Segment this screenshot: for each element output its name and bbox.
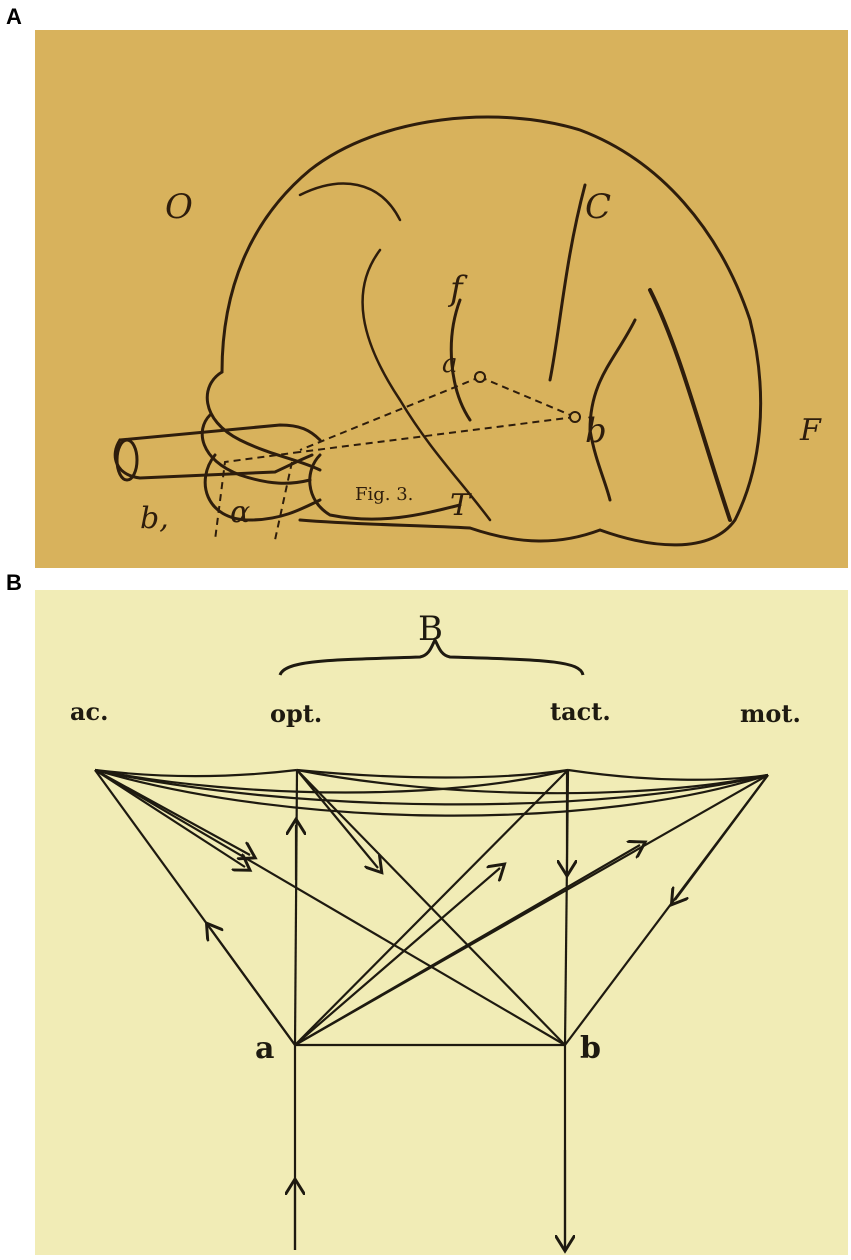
label-opt: opt. [270,699,322,728]
label-c: C [585,187,611,227]
label-ac: ac. [70,697,109,726]
panel-b-schema-diagram: B ac. opt. tact. mot. a b [35,590,848,1255]
dashed-pathways [214,376,576,541]
panel-b-background [35,590,848,1255]
label-a: a [255,1031,274,1066]
node-a [474,371,486,383]
panel-label-b: B [6,570,22,595]
label-b-comma: b, [140,501,169,536]
label-a: a [442,349,458,379]
figure-caption: Fig. 3. [355,484,413,505]
label-tact: tact. [550,697,611,726]
brain-outline [113,115,763,547]
label-b: b [585,411,607,451]
label-f-frontal: F [799,413,822,448]
label-b-group: B [418,609,443,649]
panel-label-a: A [6,4,22,29]
label-b: b [580,1031,601,1066]
panel-a-brain-drawing: O C f a b F T b, α Fig. 3. [35,30,848,568]
panel-a-background [35,30,848,568]
label-t: T [450,488,472,523]
label-mot: mot. [740,699,801,728]
label-alpha: α [230,495,250,530]
brace [278,637,585,676]
connections [94,768,769,1250]
label-o: O [165,187,193,227]
node-b [569,411,581,423]
